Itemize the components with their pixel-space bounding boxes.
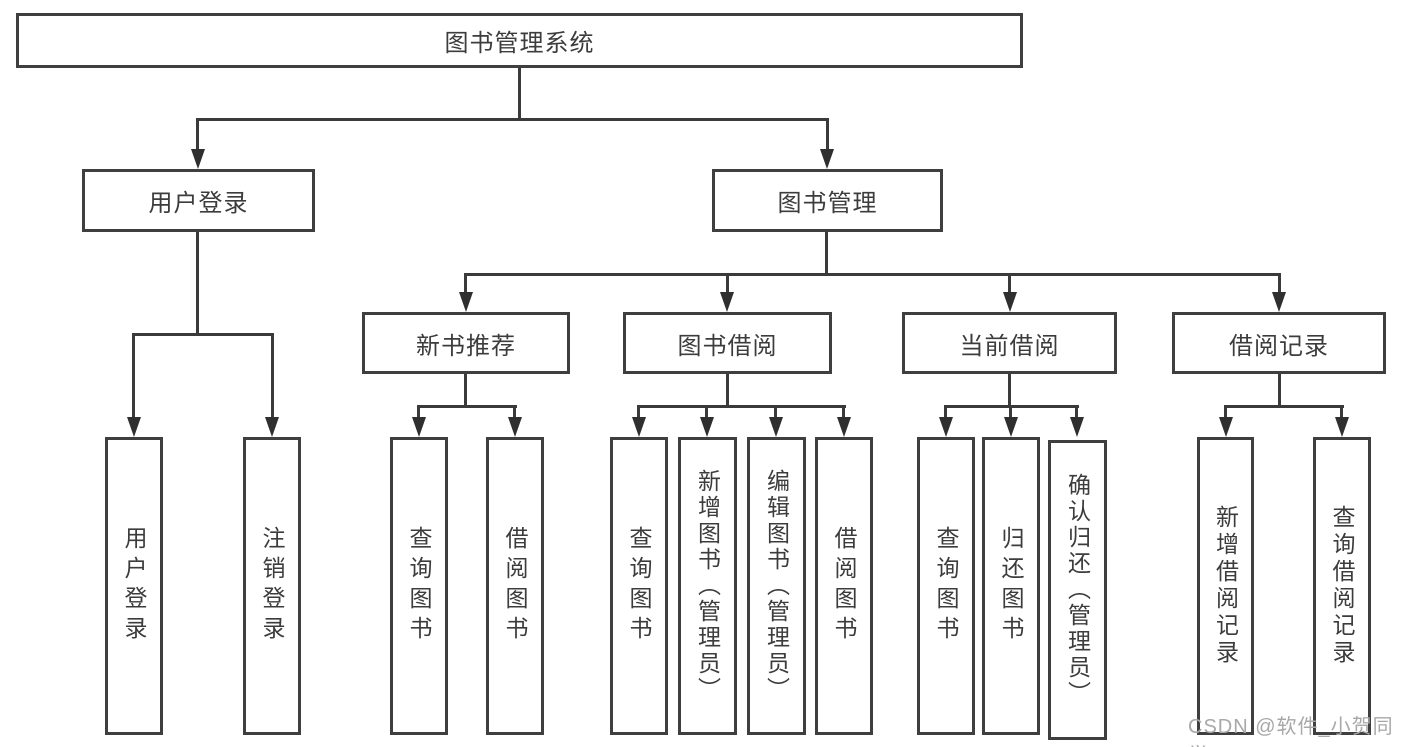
connector-line (1075, 405, 1078, 419)
arrow-down-icon (265, 417, 279, 437)
connector-line (1224, 405, 1227, 419)
connector-line (1224, 405, 1344, 408)
connector-line (518, 68, 521, 118)
connector-line (842, 405, 845, 419)
leaf-cb-return-book: 归还图书 (982, 437, 1040, 735)
connector-line (637, 405, 640, 419)
arrow-down-icon (820, 149, 834, 169)
arrow-down-icon (459, 292, 473, 312)
arrow-down-icon (1003, 292, 1017, 312)
arrow-down-icon (1272, 292, 1286, 312)
leaf-nbr-borrow-book: 借阅图书 (486, 437, 544, 735)
leaf-cb-query-book: 查询图书 (917, 437, 975, 735)
arrow-down-icon (191, 149, 205, 169)
arrow-down-icon (127, 417, 141, 437)
arrow-down-icon (632, 417, 646, 437)
connector-line (196, 118, 199, 151)
connector-line (826, 118, 829, 151)
node-book-management: 图书管理 (712, 169, 943, 232)
connector-line (271, 333, 274, 419)
node-book-borrow: 图书借阅 (623, 312, 832, 374)
connector-line (1340, 405, 1343, 419)
connector-line (1278, 273, 1281, 295)
arrow-down-icon (720, 292, 734, 312)
connector-line (196, 118, 829, 121)
connector-line (132, 333, 135, 419)
connector-line (1009, 405, 1012, 419)
connector-line (825, 232, 828, 273)
leaf-cb-confirm-return-admin: 确认归还（管理员） (1048, 440, 1107, 740)
connector-line (944, 405, 947, 419)
arrow-down-icon (769, 417, 783, 437)
connector-line (464, 273, 467, 295)
connector-line (1008, 273, 1011, 295)
node-user-login: 用户登录 (82, 169, 315, 232)
connector-line (774, 405, 777, 419)
connector-line (637, 405, 846, 408)
connector-line (417, 405, 517, 408)
node-new-book-recommend: 新书推荐 (362, 312, 570, 374)
connector-line (705, 405, 708, 419)
connector-line (196, 232, 199, 333)
connector-line (464, 273, 1281, 276)
arrow-down-icon (412, 417, 426, 437)
connector-line (1008, 374, 1011, 405)
arrow-down-icon (700, 417, 714, 437)
leaf-bb-query-book: 查询图书 (610, 437, 668, 735)
leaf-br-add-record: 新增借阅记录 (1197, 437, 1254, 735)
leaf-bb-add-book-admin: 新增图书（管理员） (678, 437, 737, 735)
connector-line (464, 374, 467, 405)
connector-line (132, 333, 274, 336)
leaf-br-query-record: 查询借阅记录 (1313, 437, 1371, 735)
arrow-down-icon (837, 417, 851, 437)
node-borrow-record: 借阅记录 (1172, 312, 1386, 374)
leaf-logout: 注销登录 (243, 437, 301, 735)
connector-line (513, 405, 516, 419)
leaf-user-login: 用户登录 (105, 437, 163, 735)
arrow-down-icon (1070, 417, 1084, 437)
node-current-borrow: 当前借阅 (902, 312, 1117, 374)
leaf-bb-borrow-book: 借阅图书 (815, 437, 873, 735)
connector-line (417, 405, 420, 419)
connector-line (1278, 374, 1281, 405)
arrow-down-icon (508, 417, 522, 437)
connector-line (726, 374, 729, 405)
node-root-system: 图书管理系统 (16, 13, 1023, 68)
leaf-nbr-query-book: 查询图书 (390, 437, 448, 735)
leaf-bb-edit-book-admin: 编辑图书（管理员） (747, 437, 806, 735)
arrow-down-icon (1219, 417, 1233, 437)
connector-line (726, 273, 729, 295)
arrow-down-icon (939, 417, 953, 437)
arrow-down-icon (1335, 417, 1349, 437)
csdn-watermark: CSDN @软件_小贺同学 (1188, 716, 1394, 747)
arrow-down-icon (1004, 417, 1018, 437)
